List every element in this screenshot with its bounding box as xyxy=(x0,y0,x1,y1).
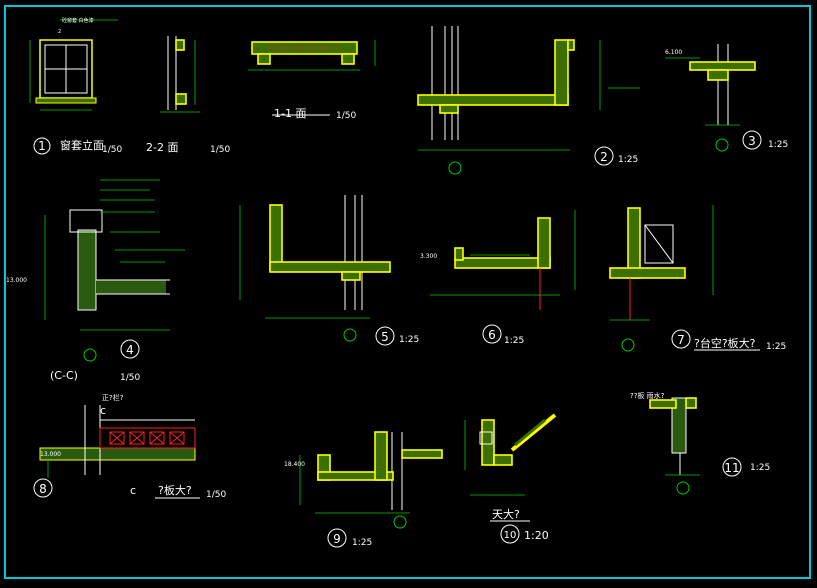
detail-label-11: 11 1:25 xyxy=(722,457,770,477)
detail-scale-7: 1:25 xyxy=(766,342,786,352)
detail-number-5: 5 xyxy=(381,330,389,344)
detail-scale-2-2: 1/50 xyxy=(210,145,230,155)
note-11: ??板 雨水? xyxy=(630,391,665,400)
detail-1-window-elevation: 砼窗套 白色漆 2 xyxy=(29,17,118,111)
detail-scale-6: 1:25 xyxy=(504,336,524,346)
detail-5-section xyxy=(239,195,391,342)
detail-1-1-section xyxy=(248,40,376,116)
detail-2-section xyxy=(417,26,640,175)
detail-scale-9: 1:25 xyxy=(352,538,372,548)
svg-text:2: 2 xyxy=(58,29,61,35)
detail-scale-8: 1/50 xyxy=(206,490,226,500)
detail-9-section xyxy=(299,431,443,529)
detail-number-4: 4 xyxy=(126,343,134,357)
detail-number-1: 1 xyxy=(38,139,46,153)
detail-scale-5: 1:25 xyxy=(399,335,419,345)
detail-scale-3: 1:25 xyxy=(768,140,788,150)
detail-10-section xyxy=(464,413,557,496)
elevation-4: 13.000 xyxy=(6,277,27,284)
detail-number-2: 2 xyxy=(600,150,608,164)
detail-title-4: (C-C) xyxy=(50,369,78,382)
detail-4-section xyxy=(44,179,185,362)
mark-8-c2: c xyxy=(130,484,136,497)
detail-label-1: 1 窗套立面 1/50 xyxy=(33,137,122,155)
detail-label-4: 4 (C-C) 1/50 xyxy=(50,339,140,383)
detail-number-7: 7 xyxy=(677,333,685,347)
detail-number-3: 3 xyxy=(748,134,756,148)
svg-text:砼窗套 白色漆: 砼窗套 白色漆 xyxy=(62,17,94,24)
elevation-9: 18.400 xyxy=(284,461,305,468)
detail-title-8: ?板大? xyxy=(158,483,192,497)
detail-number-11: 11 xyxy=(724,461,739,475)
elevation-3: 6.100 xyxy=(665,49,682,56)
elevation-8: 13.000 xyxy=(40,451,61,458)
detail-title-1: 窗套立面 xyxy=(60,138,104,152)
detail-label-6: 6 1:25 xyxy=(482,324,524,346)
detail-number-6: 6 xyxy=(488,328,496,342)
detail-label-3: 3 1:25 xyxy=(742,130,788,150)
detail-label-10: 10 1:20 天大? xyxy=(490,507,549,544)
detail-number-8: 8 xyxy=(39,482,47,496)
detail-11-section xyxy=(649,397,700,495)
detail-6-section xyxy=(430,210,576,310)
detail-label-9: 9 1:25 xyxy=(327,528,372,548)
detail-3-section xyxy=(665,44,756,152)
detail-scale-4: 1/50 xyxy=(120,373,140,383)
detail-label-1-1: 1-1 面 1/50 xyxy=(274,107,356,121)
drawing-frame xyxy=(4,5,811,579)
detail-label-8: 8 ?板大? 1/50 xyxy=(33,478,226,500)
label-8: 正?栏? xyxy=(102,393,124,402)
detail-8-railing xyxy=(39,405,196,478)
detail-label-7: 7 ?台空?板大? 1:25 xyxy=(671,329,786,352)
detail-number-9: 9 xyxy=(333,532,341,546)
detail-scale-2: 1:25 xyxy=(618,155,638,165)
detail-7-section xyxy=(609,205,714,352)
detail-title-7: ?台空?板大? xyxy=(694,336,756,350)
detail-scale-11: 1:25 xyxy=(750,463,770,473)
detail-scale-1: 1/50 xyxy=(102,145,122,155)
detail-number-10: 10 xyxy=(504,530,517,541)
detail-label-2: 2 1:25 xyxy=(594,146,638,166)
detail-label-5: 5 1:25 xyxy=(375,326,419,346)
detail-scale-1-1: 1/50 xyxy=(336,111,356,121)
detail-title-2-2: 2-2 面 xyxy=(146,141,178,154)
detail-title-1-1: 1-1 面 xyxy=(274,107,306,120)
detail-scale-10: 1:20 xyxy=(524,529,549,542)
detail-label-2-2: 2-2 面 1/50 xyxy=(146,141,230,155)
mark-8-c1: c xyxy=(100,404,106,417)
detail-title-10: 天大? xyxy=(492,507,520,521)
detail-2-2-section xyxy=(160,36,200,113)
elevation-6: 3.300 xyxy=(420,253,437,260)
